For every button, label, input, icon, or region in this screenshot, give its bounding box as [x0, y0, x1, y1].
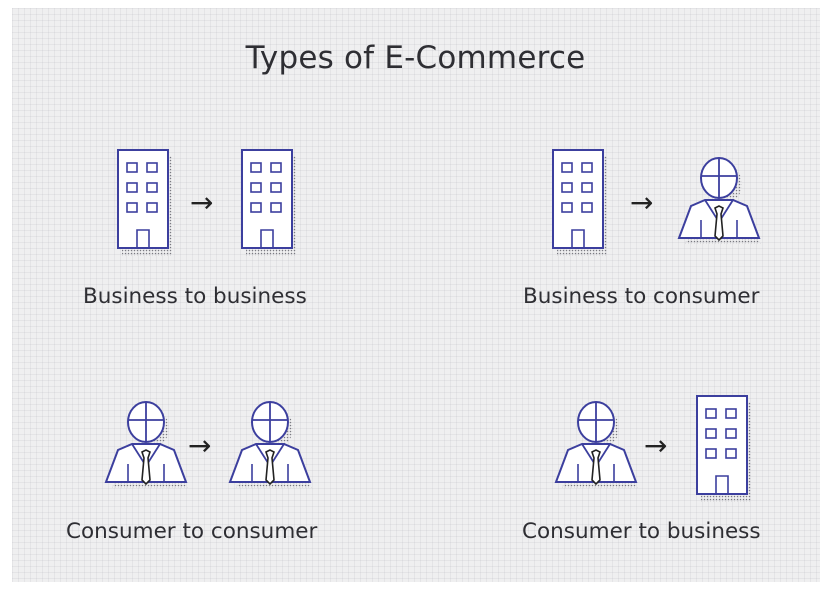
person-icon — [104, 401, 188, 488]
person-icon — [228, 401, 312, 488]
person-icon — [677, 157, 761, 244]
caption-c2b: Consumer to business — [522, 519, 761, 544]
arrow-icon: → — [190, 186, 213, 219]
building-icon — [552, 149, 607, 256]
arrow-icon: → — [644, 429, 667, 462]
caption-b2b: Business to business — [83, 284, 307, 309]
person-icon — [554, 401, 638, 488]
arrow-icon: → — [630, 186, 653, 219]
building-icon — [117, 149, 172, 256]
building-icon — [241, 149, 296, 256]
arrow-icon: → — [188, 429, 211, 462]
building-icon — [696, 395, 751, 502]
caption-c2c: Consumer to consumer — [66, 519, 318, 544]
page-title: Types of E-Commerce — [245, 40, 586, 76]
caption-b2c: Business to consumer — [523, 284, 760, 309]
